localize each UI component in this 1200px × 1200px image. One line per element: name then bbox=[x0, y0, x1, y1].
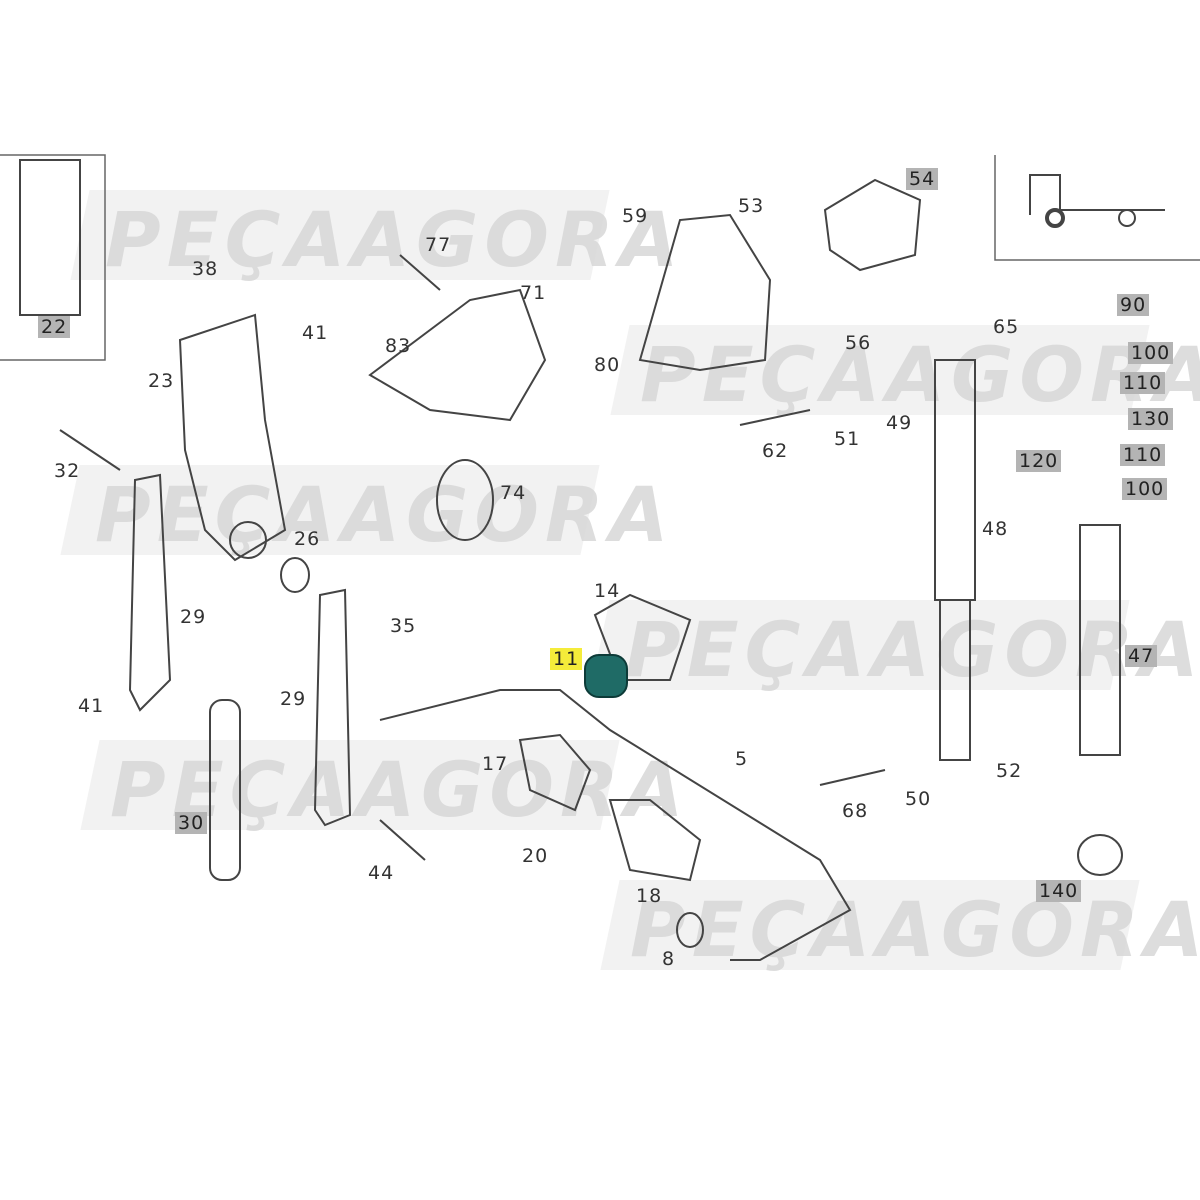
label-140[interactable]: 140 bbox=[1036, 880, 1082, 902]
part-5-stabilizer-bar bbox=[379, 689, 852, 961]
label-14[interactable]: 14 bbox=[594, 580, 621, 602]
part-48-shock-upper bbox=[934, 359, 976, 601]
label-8[interactable]: 8 bbox=[662, 948, 676, 970]
label-130[interactable]: 130 bbox=[1128, 408, 1174, 430]
truck-wheel-front bbox=[1045, 208, 1065, 228]
label-32[interactable]: 32 bbox=[54, 460, 81, 482]
bolts bbox=[59, 254, 886, 861]
vehicle-frame bbox=[994, 155, 1200, 261]
label-53[interactable]: 53 bbox=[738, 195, 765, 217]
part-29-link-right bbox=[313, 588, 352, 827]
part-74-bumper bbox=[436, 459, 494, 541]
label-35[interactable]: 35 bbox=[390, 615, 417, 637]
label-47[interactable]: 47 bbox=[1125, 645, 1158, 667]
label-41[interactable]: 41 bbox=[302, 322, 329, 344]
label-80[interactable]: 80 bbox=[594, 354, 621, 376]
label-120[interactable]: 120 bbox=[1016, 450, 1062, 472]
label-100[interactable]: 100 bbox=[1128, 342, 1174, 364]
part-54-bracket bbox=[823, 178, 922, 272]
truck-icon bbox=[1029, 174, 1165, 215]
part-23-eye bbox=[229, 521, 267, 559]
part-47-shock bbox=[1079, 524, 1121, 756]
part-48-shock-lower bbox=[939, 599, 971, 761]
label-18[interactable]: 18 bbox=[636, 885, 663, 907]
label-74[interactable]: 74 bbox=[500, 482, 527, 504]
label-22[interactable]: 22 bbox=[38, 316, 71, 338]
label-17[interactable]: 17 bbox=[482, 753, 509, 775]
label-49[interactable]: 49 bbox=[886, 412, 913, 434]
label-30[interactable]: 30 bbox=[175, 812, 208, 834]
label-26[interactable]: 26 bbox=[294, 528, 321, 550]
label-56[interactable]: 56 bbox=[845, 332, 872, 354]
label-100[interactable]: 100 bbox=[1122, 478, 1168, 500]
part-29-link-left bbox=[128, 473, 172, 712]
plate-frame bbox=[0, 154, 106, 361]
label-83[interactable]: 83 bbox=[385, 335, 412, 357]
label-59[interactable]: 59 bbox=[622, 205, 649, 227]
watermark: PEÇAAGORA bbox=[640, 330, 1200, 419]
label-110[interactable]: 110 bbox=[1120, 372, 1166, 394]
watermark: PEÇAAGORA bbox=[625, 605, 1200, 694]
label-23[interactable]: 23 bbox=[148, 370, 175, 392]
label-65[interactable]: 65 bbox=[993, 316, 1020, 338]
label-5[interactable]: 5 bbox=[735, 748, 749, 770]
part-30-link bbox=[209, 699, 241, 881]
label-71[interactable]: 71 bbox=[520, 282, 547, 304]
part-53-bracket bbox=[638, 213, 772, 372]
watermark: PEÇAAGORA bbox=[105, 195, 685, 284]
part-11-bushing-highlighted bbox=[584, 654, 628, 698]
label-54[interactable]: 54 bbox=[906, 168, 939, 190]
label-51[interactable]: 51 bbox=[834, 428, 861, 450]
part-23-bracket bbox=[178, 313, 287, 562]
truck-wheel-rear bbox=[1118, 209, 1136, 227]
label-110[interactable]: 110 bbox=[1120, 444, 1166, 466]
label-38[interactable]: 38 bbox=[192, 258, 219, 280]
label-68[interactable]: 68 bbox=[842, 800, 869, 822]
label-48[interactable]: 48 bbox=[982, 518, 1009, 540]
part-17-bracket bbox=[518, 733, 592, 812]
watermark: PEÇAAGORA bbox=[630, 885, 1200, 974]
watermark: PEÇAAGORA bbox=[95, 470, 675, 559]
part-71-bracket bbox=[368, 288, 547, 422]
label-29[interactable]: 29 bbox=[180, 606, 207, 628]
label-11[interactable]: 11 bbox=[550, 648, 583, 670]
part-8-bushing bbox=[676, 912, 704, 948]
part-26-bushing bbox=[280, 557, 310, 593]
part-18-clamp bbox=[608, 799, 702, 882]
label-90[interactable]: 90 bbox=[1117, 294, 1150, 316]
label-20[interactable]: 20 bbox=[522, 845, 549, 867]
label-44[interactable]: 44 bbox=[368, 862, 395, 884]
label-41[interactable]: 41 bbox=[78, 695, 105, 717]
label-52[interactable]: 52 bbox=[996, 760, 1023, 782]
label-77[interactable]: 77 bbox=[425, 234, 452, 256]
part-140-mount bbox=[1077, 834, 1123, 876]
label-62[interactable]: 62 bbox=[762, 440, 789, 462]
label-50[interactable]: 50 bbox=[905, 788, 932, 810]
part-22-plate bbox=[19, 159, 81, 316]
label-29[interactable]: 29 bbox=[280, 688, 307, 710]
